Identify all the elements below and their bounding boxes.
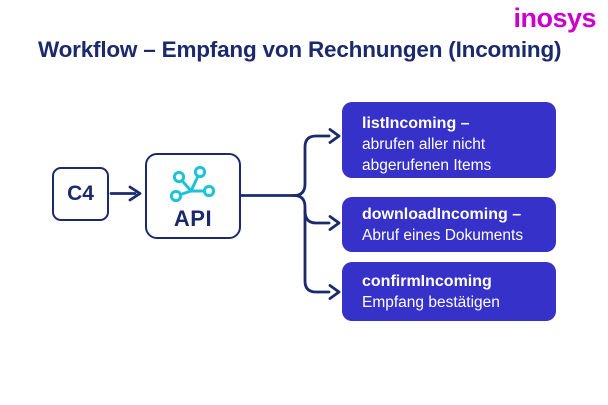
- arrowhead-middle: [328, 215, 341, 231]
- branch-description: abrufen aller nicht abgerufenen Items: [362, 136, 492, 174]
- node-api: API: [145, 153, 241, 239]
- node-c4-label: C4: [67, 182, 94, 205]
- branch-download-incoming: downloadIncoming – Abruf eines Dokuments: [342, 197, 556, 252]
- branch-title: listIncoming –: [362, 115, 470, 132]
- arrowhead-bottom: [328, 284, 341, 300]
- branch-description: Empfang bestätigen: [362, 294, 500, 311]
- branch-title: downloadIncoming –: [362, 206, 522, 223]
- network-nodes-icon: [170, 165, 216, 202]
- branch-list-incoming: listIncoming – abrufen aller nicht abger…: [342, 102, 556, 178]
- line-fork-bottom: [292, 194, 331, 294]
- page-title: Workflow – Empfang von Rechnungen (Incom…: [38, 37, 562, 62]
- branch-confirm-incoming: confirmIncoming Empfang bestätigen: [342, 262, 556, 321]
- line-fork-top: [292, 134, 331, 197]
- arrowhead-c4-to-api: [128, 185, 142, 202]
- branch-description: Abruf eines Dokuments: [362, 227, 524, 244]
- branch-title: confirmIncoming: [362, 273, 492, 290]
- brand-logo: inosys: [513, 3, 596, 33]
- node-api-label: API: [173, 205, 213, 231]
- line-fork-middle: [303, 209, 331, 225]
- node-c4: C4: [52, 167, 109, 221]
- arrowhead-top: [328, 128, 341, 144]
